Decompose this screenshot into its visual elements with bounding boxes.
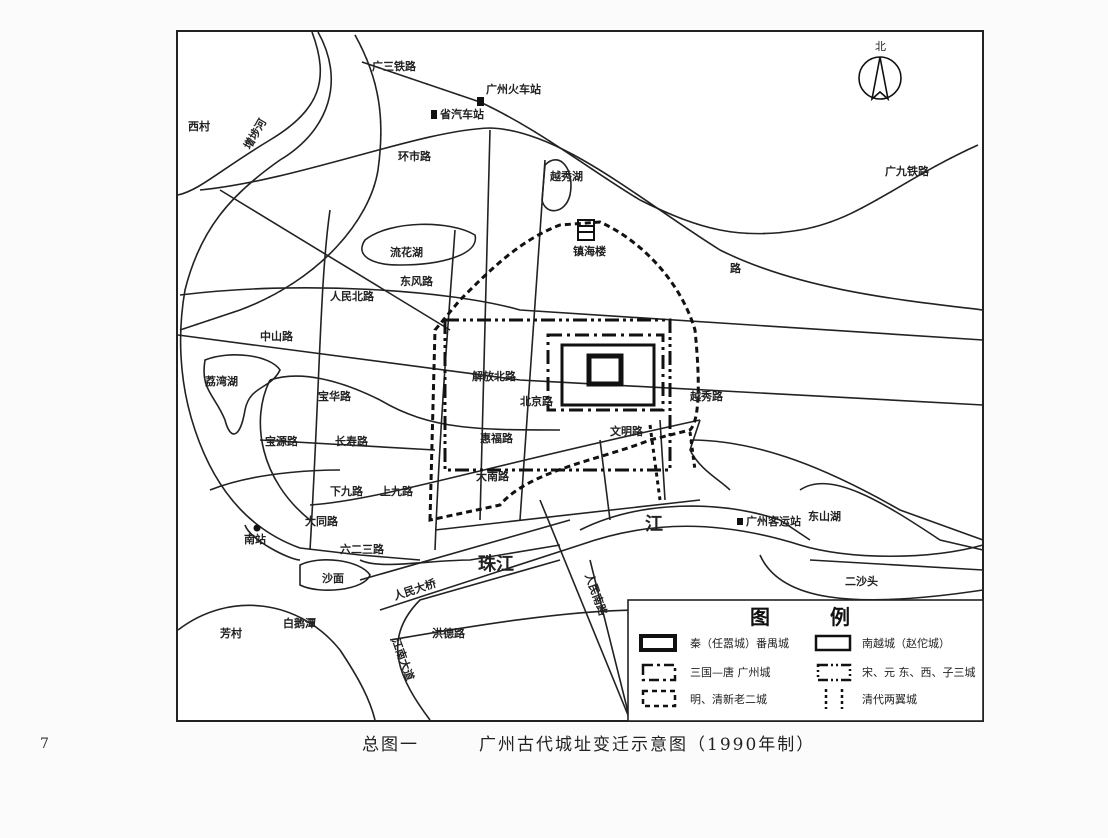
map-label: 环市路	[398, 149, 432, 163]
map-label: 二沙头	[845, 574, 878, 588]
legend-symbol-nanyue	[814, 634, 852, 652]
qing-wing-walls	[648, 424, 697, 501]
map-label: 省汽车站	[439, 107, 484, 121]
legend-label: 南越城（赵佗城）	[862, 636, 950, 650]
map-label: 镇海楼	[573, 244, 606, 258]
figure-number: 总图一	[362, 735, 419, 755]
place-labels: 广三铁路 广州火车站 省汽车站 西村 增埗河 环市路 越秀湖 镇海楼 流花湖 东…	[188, 59, 930, 682]
map-label: 东山湖	[808, 509, 841, 523]
map-label: 洪德路	[432, 626, 466, 640]
song-yuan-city-wall	[443, 318, 672, 472]
map-label: 大同路	[305, 514, 339, 528]
map-label: 珠江	[478, 554, 514, 575]
north-arrow-icon: 北	[858, 40, 902, 102]
figure-caption: 总图一 广州古代城址变迁示意图（1990年制）	[362, 730, 875, 755]
legend-title: 图 例	[750, 605, 850, 629]
legend-label: 宋、元 东、西、子三城	[862, 665, 976, 679]
legend-label: 秦（任嚣城）番禺城	[690, 636, 789, 650]
map-label: 解放北路	[472, 369, 517, 383]
map-label: 流花湖	[390, 245, 423, 259]
map-label: 文明路	[610, 424, 644, 438]
map-label: 白鹅潭	[283, 616, 316, 630]
figure-title: 广州古代城址变迁示意图（1990年制）	[479, 735, 816, 755]
qin-panyu-city-wall	[586, 353, 624, 387]
south-station-marker	[253, 524, 261, 532]
map-label: 广三铁路	[372, 59, 417, 73]
rivers	[177, 31, 984, 721]
legend-symbol-qin	[639, 634, 677, 652]
tang-city-wall	[546, 333, 665, 412]
map-label: 东风路	[400, 274, 434, 288]
legend-label: 清代两翼城	[862, 693, 917, 706]
map-label: 越秀路	[689, 389, 724, 403]
map-label: 下九路	[330, 484, 364, 498]
map-label: 路	[730, 261, 742, 275]
map-label: 芳村	[220, 626, 242, 640]
map-label: 大南路	[476, 469, 510, 483]
map-label: 广州客运站	[746, 514, 801, 528]
map-label: 中山路	[260, 329, 294, 343]
map-label: 沙面	[322, 572, 344, 585]
map-label: 荔湾湖	[204, 374, 238, 388]
map-label: 长寿路	[335, 434, 369, 448]
city-walls	[428, 220, 700, 522]
passenger-station-marker	[737, 518, 743, 525]
legend-label: 明、清新老二城	[690, 692, 767, 706]
map-label: 广九铁路	[885, 164, 930, 178]
nanyue-city-wall	[560, 343, 656, 407]
map-label: 宝华路	[318, 389, 352, 403]
ming-qing-city-wall	[428, 220, 700, 522]
compass-label: 北	[875, 40, 886, 53]
bus-station-marker	[431, 110, 437, 119]
map-label: 南站	[244, 532, 266, 546]
map-label: 惠福路	[480, 431, 514, 445]
map-label: 广州火车站	[486, 82, 541, 96]
map-label: 上九路	[380, 484, 414, 498]
map-label: 宝源路	[265, 434, 299, 448]
legend-symbol-tang	[641, 663, 677, 682]
map-label: 北京路	[520, 394, 554, 408]
railway-station-marker	[477, 97, 484, 106]
map-label: 人民北路	[330, 289, 375, 303]
legend-symbol-ming	[641, 689, 677, 708]
legend-label: 三国—唐 广州城	[690, 665, 771, 679]
map-label: 西村	[188, 119, 210, 133]
map-label: 六二三路	[340, 542, 385, 556]
map-legend: 图 例 秦（任嚣城）番禺城 南越城（赵佗城） 三国—唐 广州城 宋、元 东、西、…	[627, 599, 984, 722]
roads	[177, 127, 984, 721]
zhenhai-tower-icon	[577, 219, 595, 241]
map-label: 江	[645, 514, 663, 535]
map-label: 越秀湖	[549, 169, 583, 183]
page-number: 7	[40, 736, 49, 752]
